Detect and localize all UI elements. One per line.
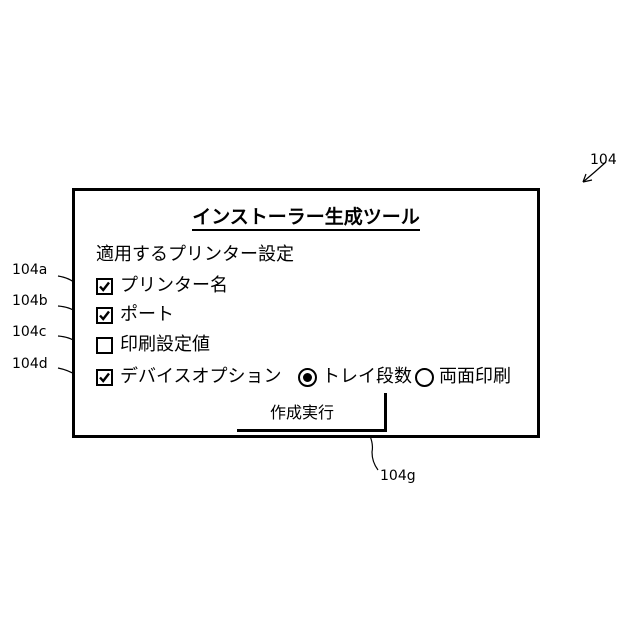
ref-label-104g: 104g [380, 468, 416, 484]
device-options-label: デバイスオプション [120, 366, 281, 388]
tray-count-radio[interactable] [298, 368, 317, 387]
dialog-title: インストーラー生成ツール [75, 205, 537, 229]
port-label: ポート [120, 304, 174, 326]
create-execute-button[interactable]: 作成実行 [237, 399, 387, 433]
duplex-radio[interactable] [415, 368, 434, 387]
ref-label-104b: 104b [12, 293, 48, 309]
button-shadow-bottom [237, 429, 387, 432]
tray-count-label: トレイ段数 [322, 366, 412, 388]
radio-selected-dot [303, 373, 312, 382]
installer-generator-dialog: インストーラー生成ツール 適用するプリンター設定 プリンター名 ポート 印刷設定… [72, 188, 540, 438]
printer-name-checkbox[interactable] [96, 278, 113, 295]
button-shadow-right [384, 393, 387, 432]
create-execute-button-label: 作成実行 [237, 403, 367, 423]
print-settings-label: 印刷設定値 [120, 334, 210, 356]
leader-104-arrowhead [583, 174, 592, 182]
port-checkbox[interactable] [96, 307, 113, 324]
checkmark-icon [98, 309, 111, 322]
ref-label-104c: 104c [12, 324, 46, 340]
print-settings-checkbox[interactable] [96, 337, 113, 354]
checkmark-icon [98, 371, 111, 384]
printer-settings-heading: 適用するプリンター設定 [96, 243, 294, 267]
device-options-checkbox[interactable] [96, 369, 113, 386]
dialog-title-text: インストーラー生成ツール [192, 206, 420, 231]
ref-label-104d: 104d [12, 356, 48, 372]
ref-label-104a: 104a [12, 262, 47, 278]
ref-label-104: 104 [590, 152, 617, 168]
printer-name-label: プリンター名 [120, 275, 228, 297]
checkmark-icon [98, 280, 111, 293]
duplex-label: 両面印刷 [439, 366, 511, 388]
